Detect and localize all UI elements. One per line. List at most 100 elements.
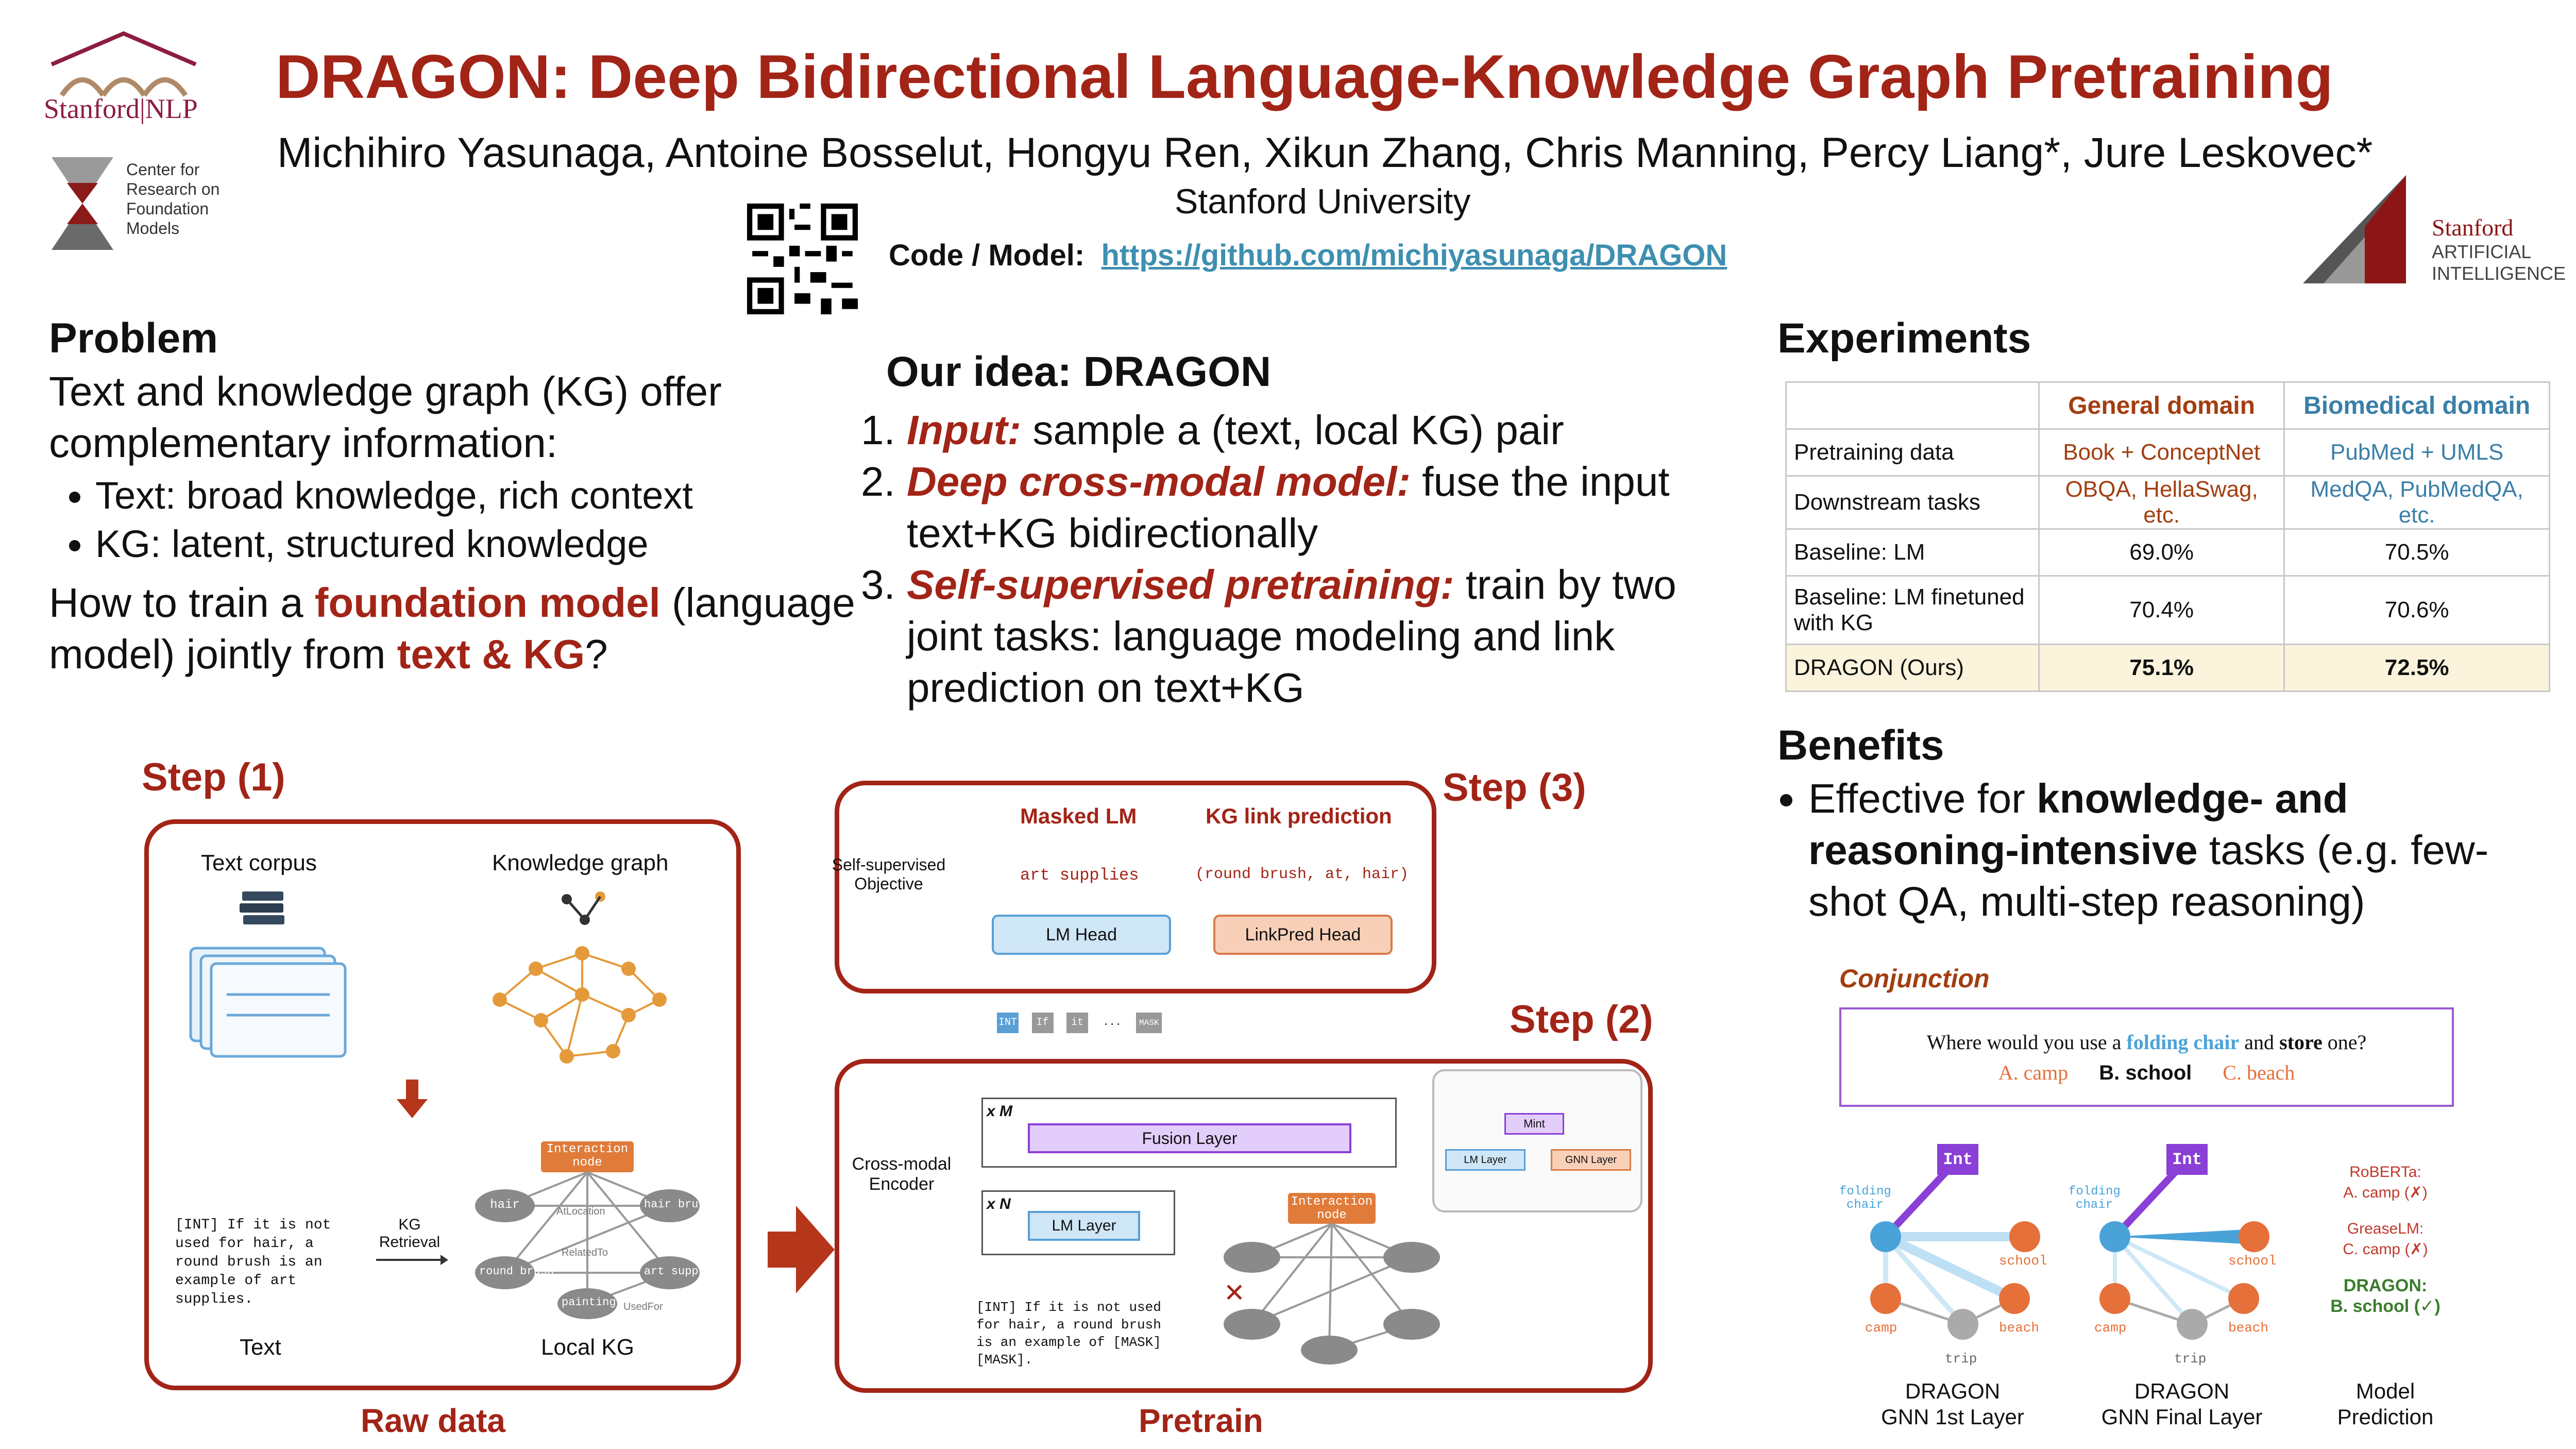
knowledge-graph-label: Knowledge graph	[492, 850, 669, 875]
fusion-layer: Fusion Layer	[1028, 1123, 1351, 1153]
kg-node-painting: painting	[562, 1296, 616, 1309]
kg-node-round-brush: round brush	[479, 1265, 554, 1278]
documents-icon	[189, 947, 347, 1058]
graph2-trip: trip	[2174, 1351, 2207, 1367]
kg-edge-atlocation: AtLocation	[556, 1206, 605, 1217]
idea-item-input: Input: sample a (text, local KG) pair	[907, 405, 1721, 456]
sail-text: Stanford ARTIFICIAL INTELLIGENCE	[2432, 214, 2566, 284]
poster-title: DRAGON: Deep Bidirectional Language-Know…	[276, 42, 2333, 111]
kg-edge-usedfor: UsedFor	[623, 1301, 663, 1312]
token-row: INT If it ... MASK	[997, 1013, 1162, 1033]
text-label: Text	[240, 1335, 281, 1360]
graph1-school: school	[1999, 1253, 2047, 1269]
link-output: (round brush, at, hair)	[1195, 866, 1409, 883]
problem-heading: Problem	[49, 315, 218, 362]
graph2-folding-chair: folding chair	[2069, 1185, 2121, 1212]
xn-label: x N	[987, 1195, 1011, 1212]
code-line: Code / Model: https://github.com/michiya…	[889, 238, 1727, 273]
graph1-folding-chair: folding chair	[1839, 1185, 1891, 1212]
step1-label: Step (1)	[142, 755, 285, 799]
idea-item-model: Deep cross-modal model: fuse the input t…	[907, 456, 1721, 559]
gnn-final-layer-graph	[2099, 1144, 2269, 1340]
conjunction-label: Conjunction	[1839, 964, 1990, 993]
zoom-mint: Mint	[1504, 1113, 1564, 1135]
code-link[interactable]: https://github.com/michiyasunaga/DRAGON	[1101, 239, 1727, 272]
authors: Michihiro Yasunaga, Antoine Bosselut, Ho…	[277, 129, 2373, 176]
zoom-inset	[1432, 1069, 1642, 1212]
local-kg	[475, 1141, 700, 1319]
lm-layer: LM Layer	[1028, 1211, 1140, 1241]
encoder-label: Cross-modal Encoder	[852, 1154, 952, 1194]
crfm-logo	[52, 157, 113, 250]
zoom-lm-layer: LM Layer	[1445, 1149, 1526, 1171]
stanford-nlp-text: Stanford|NLP	[44, 93, 198, 124]
graph2-school: school	[2228, 1253, 2277, 1269]
bullet-text: Text: broad knowledge, rich context	[95, 471, 873, 520]
crfm-text: Center for Research on Foundation Models	[126, 160, 220, 238]
linkpred-head: LinkPred Head	[1213, 915, 1393, 955]
experiments-heading: Experiments	[1777, 315, 2031, 362]
gnn-1st-layer-graph	[1870, 1144, 2040, 1340]
problem-question: How to train a foundation model (languag…	[49, 580, 855, 677]
option-c: C. beach	[2223, 1061, 2295, 1084]
xm-block	[981, 1098, 1397, 1168]
raw-data-box	[144, 819, 741, 1390]
encoder-interaction-node: Interaction node	[1291, 1195, 1373, 1222]
encoder-kg	[1224, 1193, 1440, 1364]
zoom-gnn-layer: GNN Layer	[1551, 1149, 1631, 1171]
graph-icon	[562, 891, 605, 925]
raw-data-label: Raw data	[361, 1402, 505, 1439]
step3-label: Step (3)	[1443, 766, 1586, 810]
prediction-list: RoBERTa: A. camp (✗) GreaseLM: C. camp (…	[2330, 1164, 2441, 1316]
problem-intro: Text and knowledge graph (KG) offer comp…	[49, 368, 722, 466]
xm-label: x M	[987, 1103, 1013, 1120]
graph2-int: Int	[2172, 1150, 2202, 1169]
masked-output: art supplies	[1020, 866, 1139, 885]
kg-edge-relatedto: RelatedTo	[562, 1247, 608, 1258]
kg-node-hair-brush: hair brush	[644, 1198, 713, 1211]
kg-node-hair: hair	[490, 1198, 520, 1212]
kg-node-art-supply: art supply	[644, 1265, 713, 1278]
benefits-text: Effective for knowledge- and reasoning-i…	[1762, 773, 2545, 928]
kg-link-label: KG link prediction	[1206, 804, 1392, 828]
down-arrow-icon	[397, 1080, 428, 1118]
text-corpus-label: Text corpus	[201, 850, 317, 875]
pretrain-label: Pretrain	[1139, 1402, 1263, 1439]
graph1-trip: trip	[1945, 1351, 1977, 1367]
kg-retrieval-label: KG Retrieval	[379, 1216, 440, 1251]
objective-box	[835, 781, 1436, 993]
benefits-heading: Benefits	[1777, 722, 1944, 769]
problem-bullets: Text: broad knowledge, rich context KG: …	[49, 471, 873, 568]
code-label: Code / Model:	[889, 239, 1085, 272]
bullet-kg: KG: latent, structured knowledge	[95, 520, 873, 568]
qr-code-icon	[747, 204, 858, 314]
sample-text: [INT] If it is not used for hair, a roun…	[175, 1217, 331, 1307]
graph1-camp: camp	[1865, 1320, 1897, 1336]
graph1-beach: beach	[1999, 1320, 2040, 1336]
objective-label: Self-supervised Objective	[832, 855, 946, 893]
conjunction-question-box: Where would you use a folding chair and …	[1839, 1007, 2454, 1107]
step2-label: Step (2)	[1510, 998, 1653, 1041]
idea-heading: Our idea: DRAGON	[886, 348, 1272, 395]
sail-logo	[2303, 175, 2406, 283]
table-header: General domain Biomedical domain	[1785, 381, 2550, 430]
masked-lm-label: Masked LM	[1020, 804, 1137, 828]
graph2-beach: beach	[2228, 1320, 2269, 1336]
kg-network	[493, 946, 667, 1064]
affiliation: Stanford University	[1175, 182, 1471, 221]
cross-icon: ✕	[1224, 1278, 1245, 1307]
stanford-nlp-logo	[50, 31, 197, 97]
table-row-ours: DRAGON (Ours)75.1%72.5%	[1785, 644, 2550, 692]
idea-item-pretraining: Self-supervised pretraining: train by tw…	[907, 559, 1721, 714]
right-arrow-icon	[768, 1206, 835, 1293]
kg-retrieval-arrow	[376, 1255, 448, 1265]
xn-block	[981, 1190, 1175, 1255]
option-b: B. school	[2099, 1062, 2192, 1084]
experiments-table: General domain Biomedical domain Pretrai…	[1785, 381, 2550, 692]
